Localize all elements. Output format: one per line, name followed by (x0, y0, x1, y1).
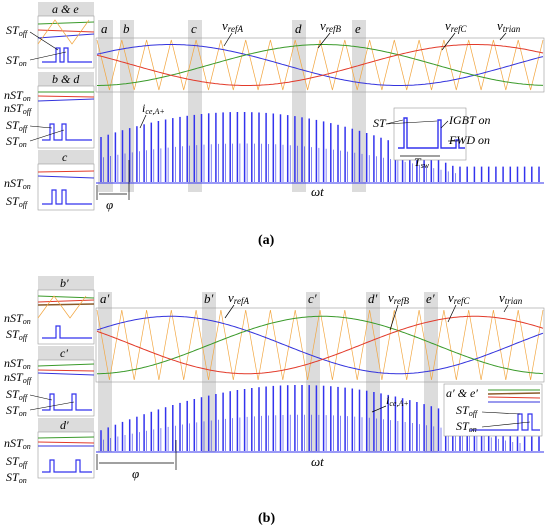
panel-b-inset-2: c′ nSTon nSToff SToff STon (4, 346, 95, 418)
panel-b-plot-frame (95, 307, 545, 383)
panel-a-zoom-box: ST IGBT on FWD on Tsw (373, 107, 490, 170)
panel-b-waveforms (96, 309, 544, 381)
panel-b-right-inset: a′ & e′ SToff STon (443, 383, 543, 437)
label-vrefB-b: vrefB (388, 290, 409, 331)
svg-text:STon: STon (6, 403, 27, 418)
ref-wave-refC (96, 44, 544, 86)
svg-text:c′: c′ (60, 346, 68, 360)
svg-text:c: c (62, 150, 68, 164)
svg-text:ice,A+: ice,A+ (386, 393, 409, 408)
svg-text:nSTon: nSTon (4, 311, 31, 326)
svg-text:vrefC: vrefC (445, 18, 467, 34)
svg-text:nSTon: nSTon (4, 88, 31, 103)
marker-a-prime: a′ (100, 291, 110, 306)
label-vrefA-b: vrefA (224, 290, 249, 319)
panel-b-omega-t: ωt (311, 454, 324, 469)
zoom-st: ST (373, 116, 387, 130)
panel-a-inset-1: a & e SToff STon (6, 2, 95, 69)
svg-text:SToff: SToff (6, 454, 29, 469)
svg-text:SToff: SToff (6, 327, 29, 342)
zoom-tsw: Tsw (414, 155, 430, 170)
ref-wave-refB (97, 44, 544, 86)
svg-text:nSTon: nSTon (4, 436, 31, 451)
label-vrefC: vrefC (441, 18, 467, 51)
panel-a-current-pulses (100, 112, 540, 182)
svg-text:vrefC: vrefC (448, 290, 470, 306)
svg-text:b & d: b & d (52, 72, 80, 86)
svg-text:SToff: SToff (6, 387, 29, 402)
shade-a-prime (98, 292, 112, 452)
shade-b-prime (202, 292, 216, 452)
label-vrefA: vrefA (222, 18, 243, 47)
marker-d: d (295, 21, 302, 36)
marker-c-prime: c′ (308, 291, 317, 306)
svg-text:b′: b′ (60, 276, 69, 290)
marker-c: c (191, 21, 197, 36)
caption-a: (a) (258, 233, 275, 248)
svg-text:vrefA: vrefA (228, 290, 249, 306)
marker-e: e (355, 21, 361, 36)
ref-wave-refA (96, 315, 544, 375)
label-ice-a: ice,A+ (139, 101, 165, 129)
panel-a-waveforms (96, 39, 544, 91)
svg-text:vrefB: vrefB (388, 290, 409, 306)
svg-text:vrefA: vrefA (222, 18, 243, 34)
label-vtrian-b: vtrian (499, 290, 523, 313)
svg-text:nSToff: nSToff (4, 101, 33, 116)
svg-text:SToff: SToff (6, 23, 29, 38)
marker-e-prime: e′ (426, 291, 435, 306)
zoom-igbt-on: IGBT on (448, 113, 490, 127)
marker-d-prime: d′ (368, 291, 378, 306)
panel-a-plot-frame (95, 37, 545, 93)
ref-wave-refA (96, 44, 544, 86)
triangle-carrier (96, 39, 544, 91)
svg-text:STon: STon (456, 419, 477, 434)
label-vrefC-b: vrefC (447, 290, 470, 323)
label-ice-b: ice,A+ (371, 393, 409, 413)
svg-text:a & e: a & e (52, 2, 79, 16)
panel-a-inset-2: b & d nSTon nSToff SToff STon (4, 72, 95, 149)
svg-text:SToff: SToff (456, 403, 479, 418)
label-vtrian: vtrian (497, 18, 521, 41)
panel-a-inset-3: c nSTon SToff (4, 150, 95, 211)
panel-b-current-pulses (100, 385, 540, 451)
panel-a-shades (98, 20, 366, 192)
svg-text:STon: STon (6, 134, 27, 149)
svg-text:vrefB: vrefB (320, 18, 341, 34)
marker-b: b (123, 21, 130, 36)
svg-text:SToff: SToff (6, 118, 29, 133)
label-vrefB: vrefB (317, 18, 341, 49)
panel-a-omega-t: ωt (311, 184, 324, 199)
svg-text:a′ & e′: a′ & e′ (446, 386, 478, 400)
svg-text:nSTon: nSTon (4, 176, 31, 191)
marker-b-prime: b′ (204, 291, 214, 306)
panel-b-phi: φ (132, 466, 139, 481)
shade-b (120, 20, 134, 192)
panel-b: a′ b′ c′ d′ e′ vrefA vrefB vrefC vtrian … (4, 276, 545, 526)
caption-b: (b) (258, 511, 275, 526)
triangle-carrier (96, 309, 544, 381)
svg-text:vtrian: vtrian (499, 290, 523, 306)
svg-text:nSTon: nSTon (4, 356, 31, 371)
svg-text:SToff: SToff (6, 194, 29, 209)
panel-a: a b c d e vrefA vrefB vrefC vtrian ice,A… (4, 2, 545, 248)
shade-c (188, 20, 202, 192)
svg-text:vtrian: vtrian (497, 18, 521, 34)
panel-b-inset-3: d′ nSTon SToff STon (4, 418, 95, 485)
shade-e (352, 20, 366, 192)
svg-text:STon: STon (6, 53, 27, 68)
marker-a: a (101, 21, 108, 36)
svg-text:nSToff: nSToff (4, 370, 33, 385)
zoom-fwd-on: FWD on (448, 133, 490, 147)
shade-e-prime (424, 292, 438, 452)
svg-text:STon: STon (6, 470, 27, 485)
ref-wave-refC (96, 315, 544, 375)
svg-text:ice,A+: ice,A+ (142, 101, 165, 116)
svg-text:d′: d′ (60, 418, 69, 432)
panel-a-phi: φ (106, 197, 113, 212)
panel-b-inset-1: b′ nSTon SToff (4, 276, 95, 345)
